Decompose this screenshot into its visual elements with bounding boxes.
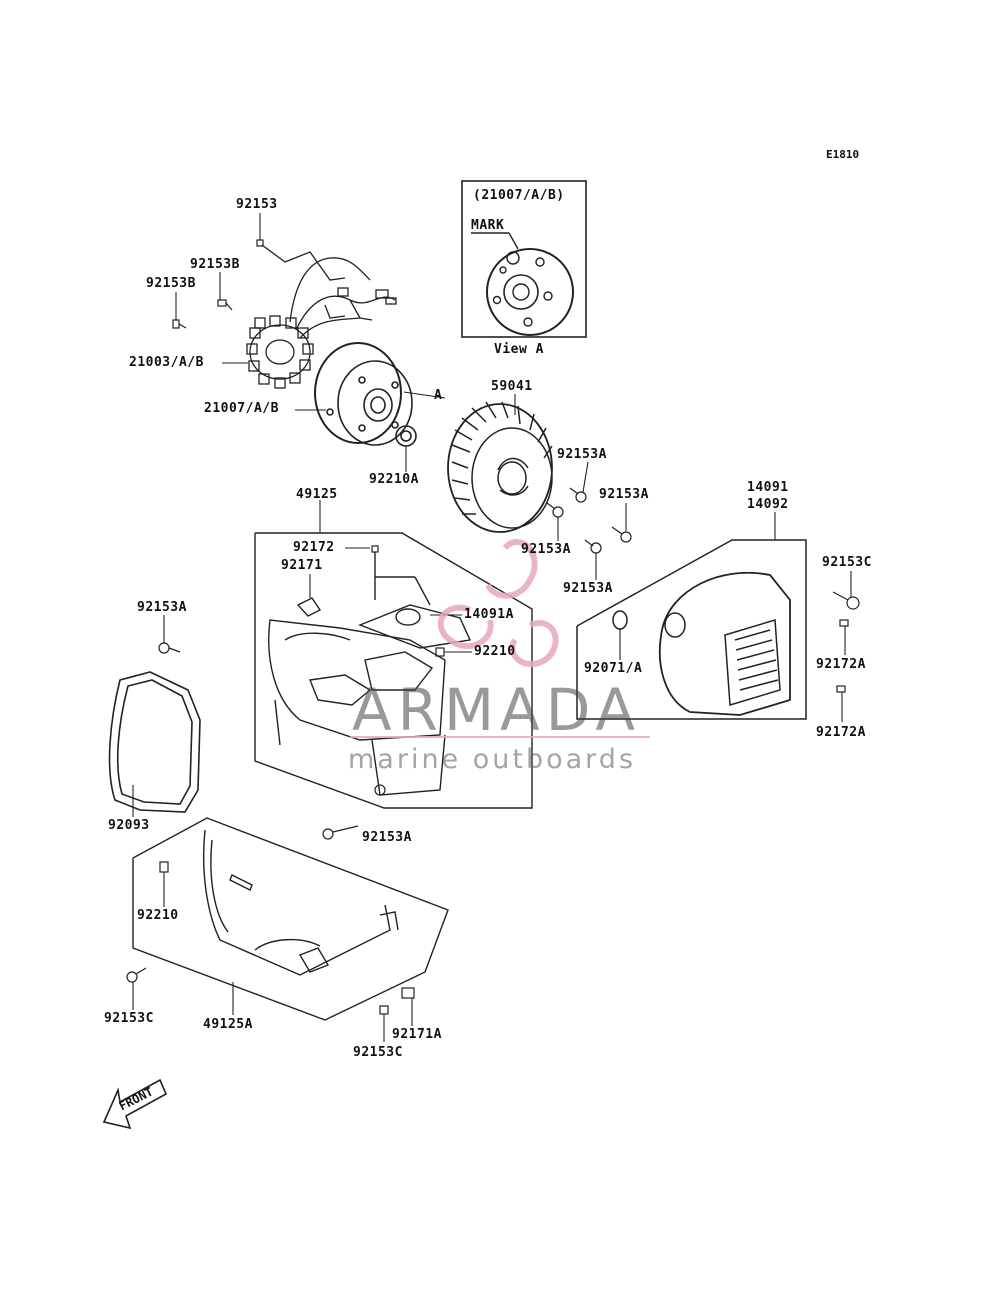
fan-drawing (447, 401, 553, 533)
label-92071: 92071/A (584, 661, 643, 676)
watermark-tagline: marine outboards (348, 744, 637, 775)
label-92153A-5: 92153A (137, 600, 187, 615)
label-92153A-1: 92153A (557, 447, 607, 462)
front-arrow (102, 1078, 168, 1130)
label-14091A: 14091A (464, 607, 514, 622)
label-92153C-1: 92153C (822, 555, 872, 570)
label-92153: 92153 (236, 197, 278, 212)
magneto-cover-drawing (576, 539, 807, 720)
leader-lines (132, 213, 852, 1042)
shroud-drawing (254, 532, 533, 809)
view-a-mark: MARK (471, 218, 505, 233)
label-92153A-6: 92153A (362, 830, 412, 845)
label-92153B-2: 92153B (146, 276, 196, 291)
label-92153A-4: 92153A (563, 581, 613, 596)
label-21007: 21007/A/B (204, 401, 279, 416)
label-92210-2: 92210 (137, 908, 179, 923)
diagram-code: E1810 (826, 148, 860, 161)
label-92172A-2: 92172A (816, 725, 866, 740)
label-21003: 21003/A/B (129, 355, 204, 370)
watermark-brand: ARMADA (352, 676, 642, 744)
label-92153A-2: 92153A (599, 487, 649, 502)
label-92210A: 92210A (369, 472, 419, 487)
label-49125: 49125 (296, 487, 338, 502)
label-59041: 59041 (491, 379, 533, 394)
label-14091: 14091 (747, 480, 789, 495)
view-a-title: (21007/A/B) (473, 188, 565, 203)
label-92171A: 92171A (392, 1027, 442, 1042)
lower-shroud-drawing (132, 817, 449, 1021)
label-14092: 14092 (747, 497, 789, 512)
label-92153C-3: 92153C (353, 1045, 403, 1060)
label-92153C-2: 92153C (104, 1011, 154, 1026)
label-92172A-1: 92172A (816, 657, 866, 672)
rotor-drawing (314, 342, 417, 447)
label-92153B-1: 92153B (190, 257, 240, 272)
label-92093: 92093 (108, 818, 150, 833)
label-92210-1: 92210 (474, 644, 516, 659)
label-92153A-3: 92153A (521, 542, 571, 557)
label-92171: 92171 (281, 558, 323, 573)
view-a-inset (461, 180, 587, 338)
stator-drawing (246, 244, 397, 389)
arrow-a-label: A (434, 388, 443, 403)
label-49125A: 49125A (203, 1017, 253, 1032)
watermark-logo (350, 539, 650, 738)
fasteners-drawing (126, 239, 860, 1015)
gasket-drawing (108, 671, 201, 813)
view-a-caption: View A (494, 342, 544, 357)
label-92172: 92172 (293, 540, 335, 555)
